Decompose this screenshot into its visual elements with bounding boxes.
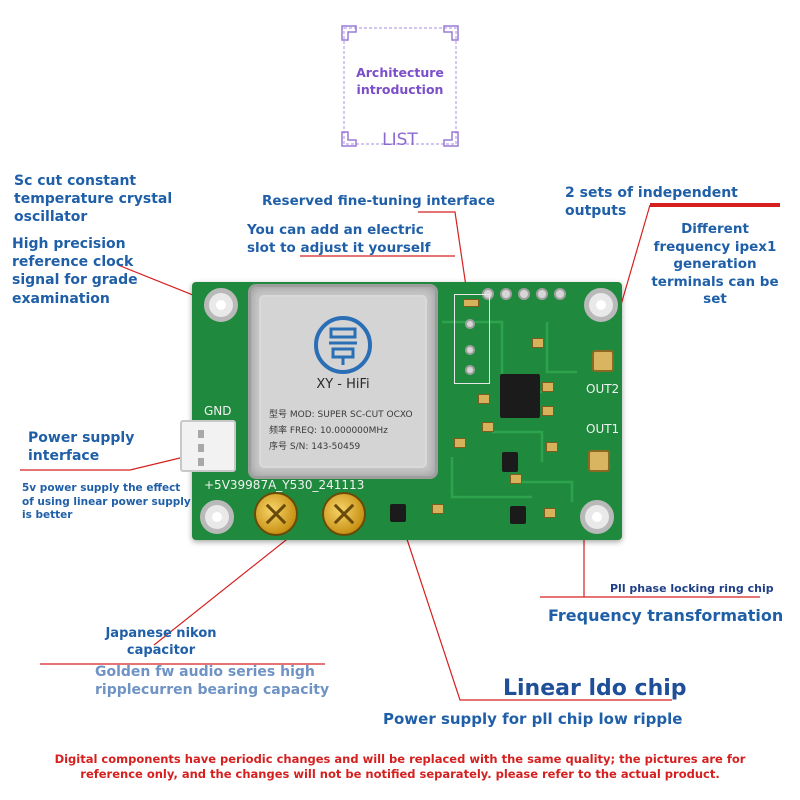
ipex-connector-out2 bbox=[592, 350, 614, 372]
out1-label: OUT1 bbox=[586, 422, 620, 436]
header-frame: Architecture introduction LIST bbox=[338, 22, 462, 150]
power-connector bbox=[180, 420, 236, 472]
header-pin-2 bbox=[500, 288, 512, 300]
smd-component-6 bbox=[482, 422, 494, 432]
smd-component-7 bbox=[454, 438, 466, 448]
reserved-tuning-label: Reserved fine-tuning interface bbox=[262, 193, 496, 209]
smd-component-5 bbox=[478, 394, 490, 404]
regulator-chip bbox=[502, 452, 518, 472]
fine-tuning-pad-1 bbox=[465, 319, 475, 329]
ldo-chip-2 bbox=[510, 506, 526, 524]
fine-tuning-pad-3 bbox=[465, 365, 475, 375]
bottom-silk-label: +5V39987A_Y530_241113 bbox=[204, 478, 365, 492]
power-interface-label: Power supply interface bbox=[28, 430, 135, 465]
ornamental-border-icon bbox=[341, 25, 459, 147]
nikon-capacitor-1 bbox=[254, 492, 298, 536]
header-title-line2: introduction bbox=[356, 82, 444, 97]
linear-ldo-label: Linear ldo chip bbox=[503, 676, 687, 701]
xy-hifi-logo-icon bbox=[314, 316, 372, 374]
fine-tuning-slot bbox=[454, 294, 490, 384]
smd-component-1 bbox=[532, 338, 544, 348]
fine-tuning-resistor bbox=[463, 299, 479, 307]
header-title: Architecture introduction bbox=[338, 64, 462, 98]
mounting-hole-top-right bbox=[584, 288, 618, 322]
ocxo-frequency: 频率 FREQ: 10.000000MHz bbox=[269, 426, 388, 436]
smd-component-9 bbox=[432, 504, 444, 514]
independent-outputs-label: 2 sets of independent outputs bbox=[565, 185, 738, 220]
smd-component-8 bbox=[510, 474, 522, 484]
sc-cut-label: Sc cut constant temperature crystal osci… bbox=[14, 173, 173, 226]
mounting-hole-bottom-right bbox=[580, 500, 614, 534]
ocxo-oscillator: XY - HiFi 型号 MOD: SUPER SC-CUT OCXO 频率 F… bbox=[248, 284, 438, 479]
high-precision-label: High precision reference clock signal fo… bbox=[12, 236, 138, 307]
header-pin-5 bbox=[554, 288, 566, 300]
smd-component-10 bbox=[544, 508, 556, 518]
nikon-capacitor-2 bbox=[322, 492, 366, 536]
fine-tuning-pad-2 bbox=[465, 345, 475, 355]
power-5v-note: 5v power supply the effect of using line… bbox=[22, 482, 191, 522]
pll-chip-label: Pll phase locking ring chip bbox=[610, 582, 774, 595]
frequency-transformation-label: Frequency transformation bbox=[548, 606, 784, 625]
mounting-hole-bottom-left bbox=[200, 500, 234, 534]
list-label: LIST bbox=[382, 130, 418, 150]
ldo-subtitle-label: Power supply for pll chip low ripple bbox=[383, 710, 683, 728]
mounting-hole-top-left bbox=[204, 288, 238, 322]
disclaimer-text: Digital components have periodic changes… bbox=[54, 752, 746, 781]
golden-fw-label: Golden fw audio series high ripplecurren… bbox=[95, 664, 330, 699]
header-pin-4 bbox=[536, 288, 548, 300]
ocxo-model: 型号 MOD: SUPER SC-CUT OCXO bbox=[269, 410, 413, 420]
smd-component-3 bbox=[542, 406, 554, 416]
header-pin-3 bbox=[518, 288, 530, 300]
smd-component-2 bbox=[542, 382, 554, 392]
nikon-capacitor-label: Japanese nikon capacitor bbox=[105, 626, 217, 658]
electric-slot-label: You can add an electric slot to adjust i… bbox=[247, 222, 431, 256]
ldo-chip-1 bbox=[390, 504, 406, 522]
ipex-terminals-label: Different frequency ipex1 generation ter… bbox=[651, 221, 779, 308]
ipex-connector-out1 bbox=[588, 450, 610, 472]
smd-component-4 bbox=[546, 442, 558, 452]
pll-chip bbox=[500, 374, 540, 418]
header-title-line1: Architecture bbox=[356, 65, 444, 80]
ocxo-brand: XY - HiFi bbox=[316, 377, 370, 392]
ocxo-serial: 序号 S/N: 143-50459 bbox=[269, 442, 361, 452]
gnd-label: GND bbox=[204, 404, 232, 418]
out2-label: OUT2 bbox=[586, 382, 620, 396]
